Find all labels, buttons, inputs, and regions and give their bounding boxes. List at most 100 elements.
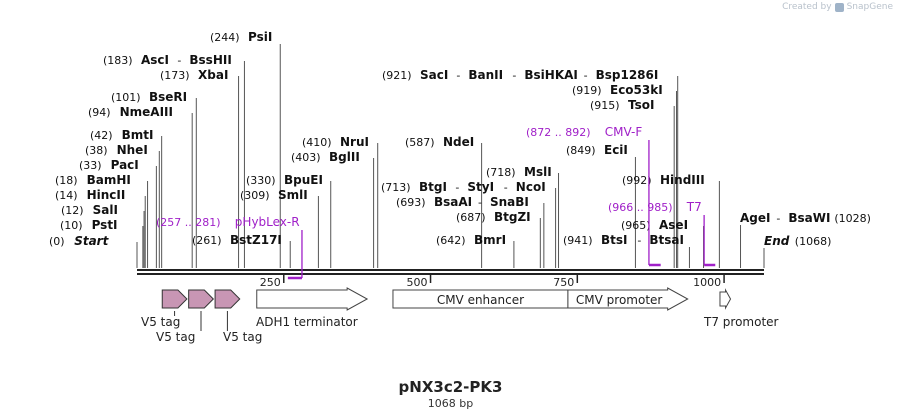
site-position-921: (921) (382, 69, 412, 82)
site-separator: - (177, 54, 181, 67)
site-position-992: (992) (622, 174, 652, 187)
site-position-18: (18) (55, 174, 78, 187)
backbone-top-strand (137, 269, 764, 271)
site-psii: PsiI (248, 30, 272, 44)
feature-adh1-terminator (256, 287, 369, 311)
site-eco53ki: Eco53kI (610, 83, 663, 97)
ruler-label-750: 750 (553, 276, 574, 289)
site-end: End (764, 234, 790, 248)
credit-brand: SnapGene (846, 2, 893, 12)
site-position-12: (12) (61, 204, 84, 217)
site-position-173: (173) (160, 69, 190, 82)
site-separator: - (504, 181, 508, 194)
feature-cmv-promoter (567, 287, 689, 311)
ruler-label-250: 250 (260, 276, 281, 289)
site-position-94: (94) (88, 106, 111, 119)
primer-phyblex-r: pHybLex-R (235, 215, 300, 229)
site-position-687: (687) (456, 211, 486, 224)
site-btsi: BtsI (601, 233, 628, 247)
snapgene-credit: Created by SnapGene (782, 2, 893, 12)
site-agei: AgeI (740, 211, 770, 225)
site-paci: PacI (111, 158, 139, 172)
site-position-244: (244) (210, 31, 240, 44)
site-smli: SmlI (278, 188, 308, 202)
plasmid-length: 1068 bp (427, 397, 474, 410)
site-asei: AseI (659, 218, 688, 232)
site-position-919: (919) (572, 84, 602, 97)
site-position-403: (403) (291, 151, 321, 164)
site-separator: - (455, 181, 459, 194)
site-btgzi: BtgZI (494, 210, 531, 224)
site-position-410: (410) (302, 136, 332, 149)
site-separator: - (512, 69, 516, 82)
feature-v5-tag (214, 289, 241, 309)
site-separator: - (456, 69, 460, 82)
site-position-33: (33) (79, 159, 102, 172)
site-position-1068: (1068) (795, 235, 832, 248)
site-position-14: (14) (55, 189, 78, 202)
feature-label-v5-tag: V5 tag (141, 315, 180, 329)
site-position-309: (309) (240, 189, 270, 202)
feature-label-v5-tag: V5 tag (223, 330, 262, 344)
site-position-1028: (1028) (834, 212, 871, 225)
plasmid-name: pNX3c2-PK3 (398, 378, 503, 396)
feature-label-cmv-promoter: CMV promoter (576, 293, 663, 307)
credit-text: Created by (782, 2, 832, 12)
site-position-42: (42) (90, 129, 113, 142)
site-ncoi: NcoI (516, 180, 546, 194)
site-asci: AscI (141, 53, 169, 67)
site-position-693: (693) (396, 196, 426, 209)
site-position-38: (38) (85, 144, 108, 157)
site-bsshii: BssHII (189, 53, 231, 67)
snapgene-logo-icon (834, 2, 844, 12)
site-separator: - (478, 196, 482, 209)
feature-v5-tag (161, 289, 188, 309)
site-position-965: (965) (621, 219, 651, 232)
site-psti: PstI (92, 218, 118, 232)
site-position-183: (183) (103, 54, 133, 67)
site-xbai: XbaI (198, 68, 228, 82)
site-bsaai: BsaAI (434, 195, 472, 209)
site-ndei: NdeI (443, 135, 474, 149)
site-position-718: (718) (486, 166, 516, 179)
backbone-bottom-strand (137, 273, 764, 275)
primer-range-cmv-f: (872 .. 892) (526, 126, 591, 139)
site-bsawi: BsaWI (788, 211, 830, 225)
site-hindiii: HindIII (660, 173, 705, 187)
site-position-10: (10) (60, 219, 83, 232)
site-separator: - (637, 234, 641, 247)
primer-range-phyblex-r: (257 .. 281) (156, 216, 221, 229)
site-position-849: (849) (566, 144, 596, 157)
site-btgi: BtgI (419, 180, 447, 194)
site-snabi: SnaBI (490, 195, 529, 209)
ruler-label-1000: 1000 (693, 276, 721, 289)
site-position-941: (941) (563, 234, 593, 247)
site-bstz17i: BstZ17I (230, 233, 282, 247)
site-separator: - (584, 69, 588, 82)
feature-label-v5-tag: V5 tag (156, 330, 195, 344)
site-start: Start (74, 234, 109, 248)
site-position-101: (101) (111, 91, 141, 104)
site-position-713: (713) (381, 181, 411, 194)
site-saci: SacI (420, 68, 448, 82)
site-position-642: (642) (436, 234, 466, 247)
site-bmti: BmtI (122, 128, 154, 142)
site-bmri: BmrI (474, 233, 506, 247)
site-bsihkai: BsiHKAI (524, 68, 578, 82)
site-nhei: NheI (117, 143, 148, 157)
site-position-587: (587) (405, 136, 435, 149)
site-bamhi: BamHI (87, 173, 131, 187)
site-position-0: (0) (49, 235, 65, 248)
primer-t7: T7 (686, 200, 702, 214)
feature-label-cmv-enhancer: CMV enhancer (437, 293, 524, 307)
feature-v5-tag (188, 289, 215, 309)
feature-label-t7-promoter: T7 promoter (703, 315, 779, 329)
site-bglii: BglII (329, 150, 360, 164)
site-bsp1286i: Bsp1286I (596, 68, 659, 82)
feature-label-adh1-terminator: ADH1 terminator (256, 315, 358, 329)
site-styi: StyI (467, 180, 494, 194)
site-tsoi: TsoI (628, 98, 654, 112)
site-ecii: EciI (604, 143, 628, 157)
site-bpuei: BpuEI (284, 173, 323, 187)
